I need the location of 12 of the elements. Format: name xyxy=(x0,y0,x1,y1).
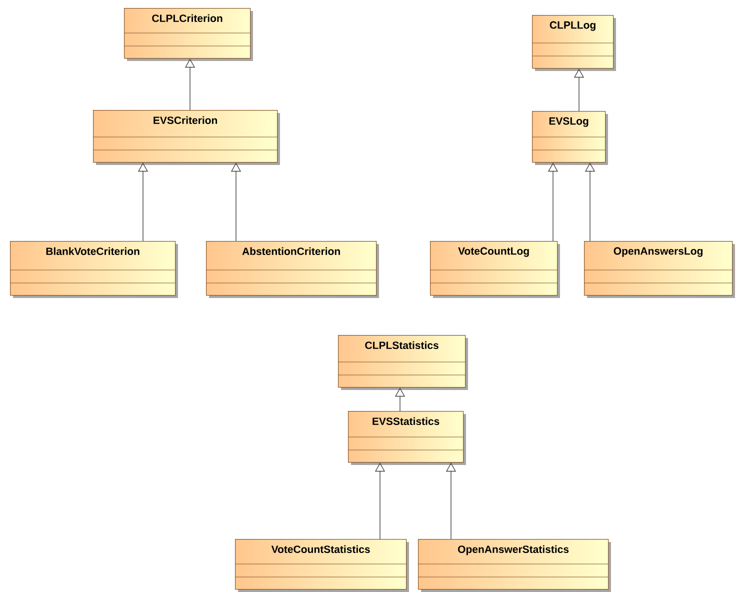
class-box: VoteCountStatistics xyxy=(234,539,409,592)
class-box: CLPLLog xyxy=(532,15,616,71)
class-box: OpenAnswersLog xyxy=(584,241,735,298)
class-box: EVSLog xyxy=(532,111,608,165)
class-box: CLPLCriterion xyxy=(124,8,253,61)
class-box: EVSStatistics xyxy=(348,411,466,465)
class-box: VoteCountLog xyxy=(430,241,560,298)
class-box: CLPLStatistics xyxy=(338,335,468,390)
class-box: AbstentionCriterion xyxy=(206,241,379,298)
class-box: BlankVoteCriterion xyxy=(10,241,178,298)
class-box: EVSCriterion xyxy=(92,110,280,165)
class-box: OpenAnswerStatistics xyxy=(418,539,611,592)
